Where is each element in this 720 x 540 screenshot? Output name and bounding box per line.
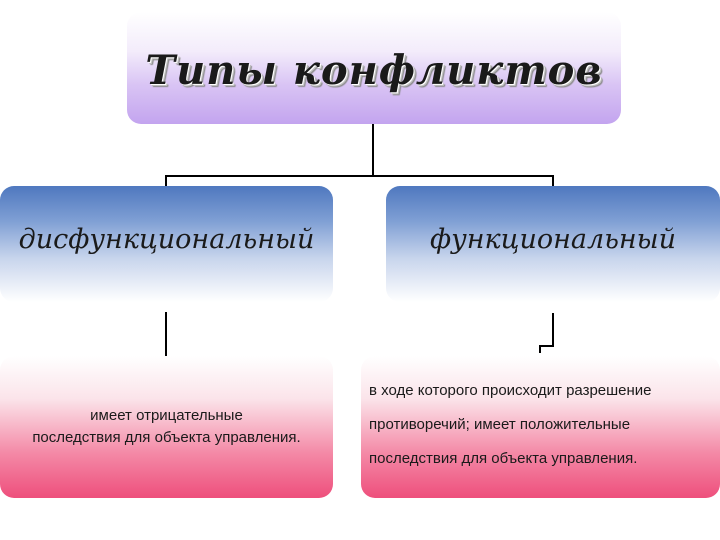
connector-right-lower-tick xyxy=(539,345,541,353)
dysfunctional-description-box: имеет отрицательные последствия для объе… xyxy=(0,356,333,498)
functional-description-line1: в ходе которого происходит разрешение xyxy=(369,382,652,399)
dysfunctional-description-line1: имеет отрицательные xyxy=(90,407,243,424)
title-box: Типы конфликтов xyxy=(127,12,621,124)
dysfunctional-description: имеет отрицательные последствия для объе… xyxy=(32,405,300,449)
dysfunctional-label: дисфункциональный xyxy=(18,224,315,255)
functional-description-line2: противоречий; имеет положительные xyxy=(369,416,631,433)
dysfunctional-description-line2: последствия для объекта управления. xyxy=(32,429,301,446)
functional-description-box: в ходе которого происходит разрешение пр… xyxy=(361,356,720,498)
functional-description-line3: последствия для объекта управления. xyxy=(369,450,638,467)
connector-left-drop xyxy=(165,175,167,186)
connector-bar xyxy=(165,175,554,177)
functional-description: в ходе которого происходит разрешение пр… xyxy=(369,374,714,476)
dysfunctional-box: дисфункциональный xyxy=(0,186,333,302)
connector-left-lower xyxy=(165,312,167,357)
functional-box: функциональный xyxy=(386,186,720,302)
connector-right-drop xyxy=(552,175,554,186)
diagram-title: Типы конфликтов xyxy=(145,46,603,94)
connector-right-lower-vertical xyxy=(552,313,554,346)
connector-right-lower-horizontal xyxy=(539,345,554,347)
functional-label: функциональный xyxy=(429,224,677,255)
connector-trunk xyxy=(372,124,374,176)
